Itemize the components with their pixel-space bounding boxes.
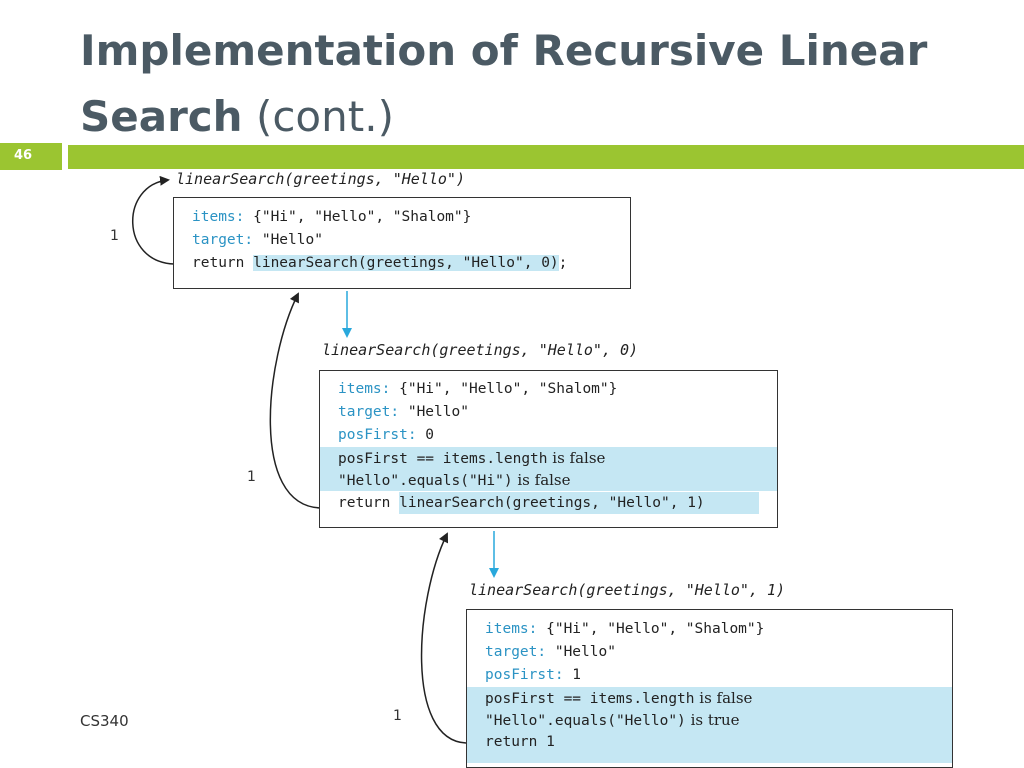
frame-2-return: return linearSearch(greetings, "Hello", … — [320, 492, 777, 514]
call-frame-1: items: {"Hi", "Hello", "Shalom"} target:… — [173, 197, 631, 289]
frame-3-target: target: "Hello" — [485, 644, 616, 660]
frame-2-target: target: "Hello" — [338, 404, 469, 420]
frame-1-items: items: {"Hi", "Hello", "Shalom"} — [192, 209, 472, 225]
frame-3-posfirst: posFirst: 1 — [485, 667, 582, 683]
frame-3-check-length: posFirst == items.length is false — [467, 687, 952, 709]
frame-2-check-equals: "Hello".equals("Hi") is false — [320, 469, 777, 491]
step-number-1: 1 — [110, 228, 119, 244]
footer-course: CS340 — [80, 712, 129, 730]
frame-1-return: return linearSearch(greetings, "Hello", … — [192, 255, 568, 271]
return-arrow-1 — [132, 175, 175, 265]
step-number-2: 1 — [247, 469, 256, 485]
title-line-2-bold: Search — [80, 92, 243, 141]
frame-3-check-equals: "Hello".equals("Hello") is true — [467, 709, 952, 731]
call-frame-2: items: {"Hi", "Hello", "Shalom"} target:… — [319, 370, 778, 528]
call-label-3: linearSearch(greetings, "Hello", 1) — [469, 581, 786, 599]
return-arrow-2 — [269, 292, 321, 509]
title-rule-bar — [68, 145, 1024, 169]
title-line-2-normal: (cont.) — [255, 92, 394, 141]
frame-2-items: items: {"Hi", "Hello", "Shalom"} — [338, 381, 618, 397]
frame-1-target: target: "Hello" — [192, 232, 323, 248]
frame-2-check-length: posFirst == items.length is false — [320, 447, 777, 469]
slide-number-box: 46 — [0, 143, 62, 170]
call-label-1: linearSearch(greetings, "Hello") — [176, 170, 465, 188]
return-arrow-3 — [420, 532, 467, 744]
frame-3-return: return 1 — [467, 731, 952, 763]
frame-3-items: items: {"Hi", "Hello", "Shalom"} — [485, 621, 765, 637]
call-label-2: linearSearch(greetings, "Hello", 0) — [322, 341, 639, 359]
step-number-3: 1 — [393, 708, 402, 724]
call-frame-3: items: {"Hi", "Hello", "Shalom"} target:… — [466, 609, 953, 768]
slide-number: 46 — [14, 148, 33, 163]
frame-2-posfirst: posFirst: 0 — [338, 427, 435, 443]
title-line-1: Implementation of Recursive Linear — [80, 26, 928, 75]
